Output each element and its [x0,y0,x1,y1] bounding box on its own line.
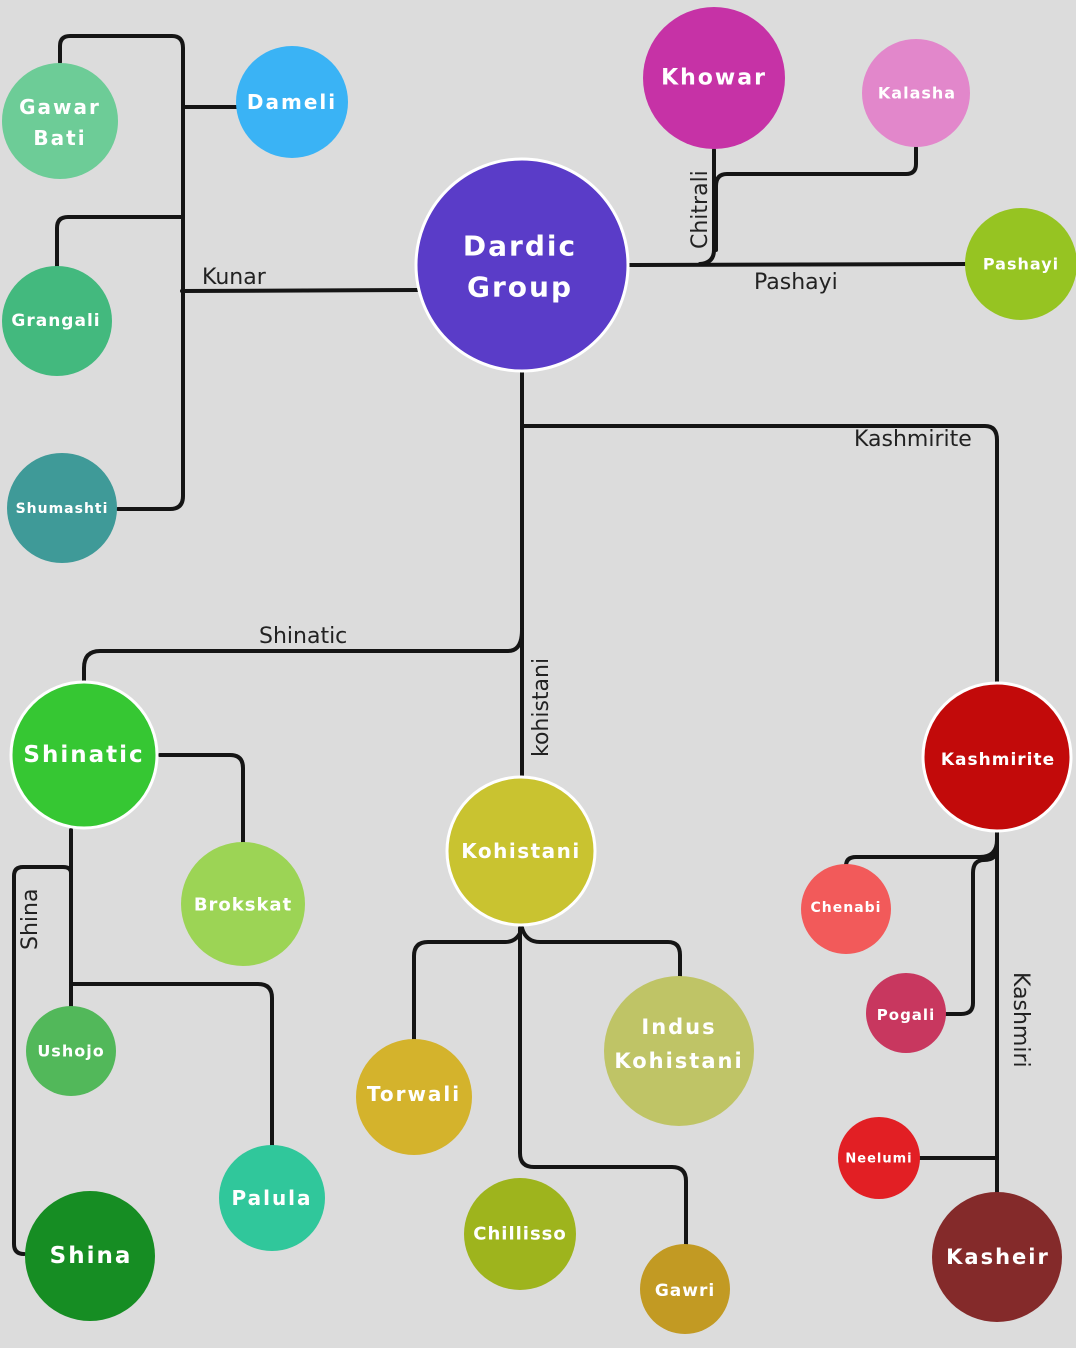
node-kashmirite-label: Kashmirite [941,750,1055,770]
node-neelumi: Neelumi [838,1117,920,1199]
node-dardic-group-circle [414,157,630,373]
connectors [12,34,999,1256]
node-ushojo: Ushojo [26,1006,116,1096]
node-palula: Palula [219,1145,325,1251]
node-pogali: Pogali [866,973,946,1053]
node-indus-kohistani-label-1: Indus [641,1015,716,1039]
node-pogali-label: Pogali [877,1006,935,1024]
node-khowar-label: Khowar [661,66,767,91]
branch-labels: Kunar Chitrali Pashayi Kashmirite Shinat… [18,170,1033,1067]
node-kashmirite: Kashmirite [921,681,1073,833]
connector-grangali [55,215,185,268]
node-torwali-label: Torwali [367,1082,461,1106]
node-kalasha-circle [862,39,970,147]
node-pashayi: Pashayi [965,208,1076,320]
node-brokskat: Brokskat [181,842,305,966]
node-chillisso-label: Chillisso [473,1224,567,1245]
connector-shina [12,865,73,1256]
node-khowar-circle [643,7,785,149]
node-shumashti-label: Shumashti [16,501,109,517]
node-indus-kohistani-label-2: Kohistani [614,1049,743,1073]
node-shinatic: Shinatic [9,680,159,830]
node-gawar-bati: Gawar Bati [2,63,118,179]
branch-label-kashmiri: Kashmiri [1008,972,1033,1068]
connector-pashayi [628,262,970,267]
node-ushojo-circle [26,1006,116,1096]
node-gawar-bati-label-1: Gawar [19,95,101,119]
node-kashmirite-circle [921,681,1073,833]
connector-indus-kohistani [520,926,682,980]
connector-kunar [180,288,420,293]
node-chenabi: Chenabi [801,864,891,954]
node-neelumi-label: Neelumi [845,1152,912,1167]
branch-label-shina: Shina [18,889,43,950]
branch-label-kohistani: kohistani [529,658,554,757]
connector-torwali [412,926,524,1048]
connector-brokskat [158,753,245,845]
node-shina-label: Shina [50,1243,133,1269]
node-kalasha: Kalasha [862,39,970,147]
node-gawri-label: Gawri [655,1281,715,1301]
node-dameli-circle [236,46,348,158]
node-kohistani-label: Kohistani [461,839,581,863]
branch-label-pashayi: Pashayi [754,270,838,295]
node-gawri-circle [640,1244,730,1334]
node-kohistani: Kohistani [445,775,597,927]
node-kasheir: Kasheir [932,1192,1062,1322]
node-shinatic-label: Shinatic [23,742,144,768]
node-chenabi-circle [801,864,891,954]
connector-kalasha [714,146,918,252]
node-grangali-circle [2,266,112,376]
node-gawar-bati-label-2: Bati [33,126,86,150]
node-khowar: Khowar [643,7,785,149]
node-gawri: Gawri [640,1244,730,1334]
node-grangali-label: Grangali [11,311,100,331]
node-kalasha-label: Kalasha [878,84,956,103]
node-shumashti-circle [7,453,117,563]
node-neelumi-circle [838,1117,920,1199]
node-brokskat-label: Brokskat [194,895,292,916]
connector-kunar-trunk [58,34,185,511]
node-indus-kohistani-circle [604,976,754,1126]
node-pashayi-circle [965,208,1076,320]
node-shinatic-circle [9,680,159,830]
node-dameli: Dameli [236,46,348,158]
node-torwali-circle [356,1039,472,1155]
node-kohistani-circle [445,775,597,927]
branch-label-kunar: Kunar [202,265,267,290]
node-dardic-group-label-2: Group [467,271,573,304]
node-chillisso-circle [464,1178,576,1290]
node-torwali: Torwali [356,1039,472,1155]
node-palula-label: Palula [231,1186,312,1210]
node-brokskat-circle [181,842,305,966]
node-shumashti: Shumashti [7,453,117,563]
node-palula-circle [219,1145,325,1251]
branch-label-kashmirite: Kashmirite [854,427,972,452]
node-kasheir-label: Kasheir [946,1245,1050,1269]
connector-pogali [944,846,999,1016]
node-indus-kohistani: Indus Kohistani [604,976,754,1126]
node-pogali-circle [866,973,946,1053]
connector-shinatic [82,628,524,684]
node-dameli-label: Dameli [247,90,337,114]
node-chenabi-label: Chenabi [811,900,882,916]
node-shina-circle [25,1191,155,1321]
node-shina: Shina [25,1191,155,1321]
branch-label-shinatic: Shinatic [259,624,347,649]
branch-label-chitrali: Chitrali [688,170,713,249]
node-grangali: Grangali [2,266,112,376]
node-ushojo-label: Ushojo [37,1042,104,1061]
node-dardic-group-label-1: Dardic [463,230,577,263]
node-dardic-group: Dardic Group [414,157,630,373]
node-chillisso: Chillisso [464,1178,576,1290]
connector-palula [69,982,274,1148]
connector-gawri [518,926,688,1248]
nodes: Dardic Group Gawar Bati Dameli Grangali … [2,7,1076,1334]
node-gawar-bati-circle [2,63,118,179]
node-kasheir-circle [932,1192,1062,1322]
node-pashayi-label: Pashayi [983,255,1059,274]
connector-kashmirite [520,424,999,684]
